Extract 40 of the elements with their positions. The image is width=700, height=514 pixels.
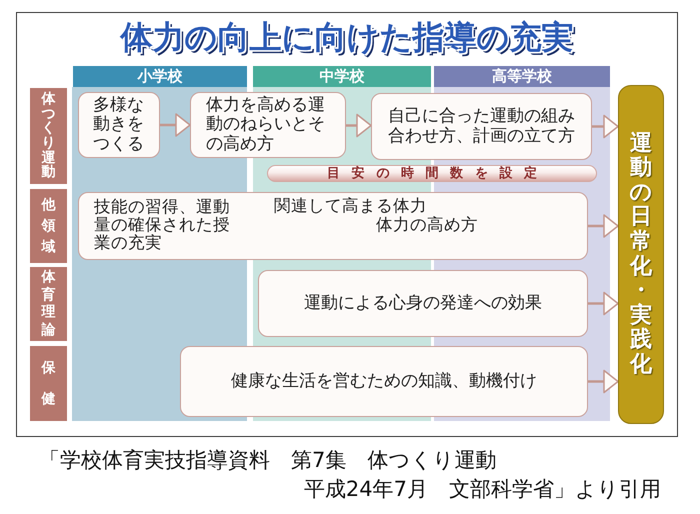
- diagram-title: 体力の向上に向けた指導の充実: [120, 18, 574, 56]
- goal-pill: [618, 85, 664, 424]
- box-text: 体力の高め方: [376, 216, 478, 234]
- column-header: [253, 66, 431, 87]
- process-box: [180, 346, 588, 417]
- column-title: 高等学校: [492, 68, 552, 85]
- box-text: 技能の習得、運動量の確保された授業の充実: [94, 198, 231, 252]
- row-label: 体育理論: [40, 269, 56, 339]
- row-label: 他領域: [40, 196, 56, 256]
- box-text: 運動による心身の発達への効果: [304, 294, 542, 314]
- banner-text: 目安の時間数を設定: [327, 166, 537, 181]
- column-header: [73, 66, 247, 87]
- arrow: [592, 114, 619, 138]
- arrow: [346, 114, 372, 138]
- row-label-tab: [30, 346, 67, 421]
- box-text: 健康な生活を営むための知識、動機付け: [231, 372, 537, 392]
- banner-bar: [267, 165, 597, 182]
- arrow: [588, 292, 619, 316]
- box-text: 関連して高まる体力: [274, 197, 427, 215]
- box-text: 多様な動きをつくる: [93, 96, 145, 154]
- arrow: [588, 214, 619, 238]
- row-label: 保健: [40, 358, 56, 408]
- process-box: [258, 270, 588, 337]
- process-box: [190, 92, 346, 158]
- column-header: [434, 66, 610, 87]
- column-title: 小学校: [138, 68, 182, 85]
- row-label: 体つくり運動: [40, 92, 56, 180]
- row-label-tab: [30, 267, 67, 341]
- box-text: 体力を高める運動のねらいとその高め方: [206, 96, 326, 154]
- goal-text: 運動の日常化・実践化: [629, 132, 653, 378]
- column-title: 中学校: [320, 68, 364, 85]
- row-label-tab: [30, 189, 67, 263]
- process-box: [78, 192, 588, 260]
- row-label-tab: [30, 88, 67, 184]
- box-text: 自己に合った運動の組み合わせ方、計画の立て方: [388, 107, 576, 146]
- process-box: [371, 93, 592, 160]
- source-note: 「学校体育実技指導資料 第7集 体つくり運動平成24年7月 文部科学省」より引用: [39, 447, 661, 503]
- arrow: [160, 113, 191, 137]
- arrow: [588, 370, 619, 394]
- process-box: [78, 92, 160, 158]
